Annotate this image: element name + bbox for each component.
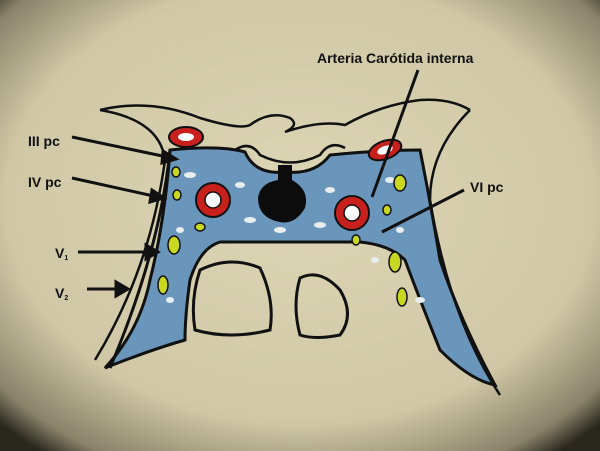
sinus-trabeculae xyxy=(166,172,425,303)
pituitary-gland xyxy=(258,165,307,223)
label-v1: V1 xyxy=(55,245,68,262)
label-carotid: Arteria Carótida interna xyxy=(317,50,474,66)
carotid-artery-left xyxy=(195,182,231,218)
sphenoid-sinus-left xyxy=(191,260,273,337)
label-iii-pc: III pc xyxy=(28,133,60,149)
cranial-nerves xyxy=(157,166,408,307)
carotid-artery-top-left xyxy=(168,126,204,148)
lateral-outline xyxy=(93,108,167,361)
carotid-artery-right xyxy=(334,195,370,231)
pointer-arrows xyxy=(71,69,465,299)
label-v2: V2 xyxy=(55,285,68,302)
sphenoid-sinus-right xyxy=(294,273,349,339)
diaphragma-outline xyxy=(234,143,346,164)
label-iv-pc: IV pc xyxy=(28,174,62,190)
label-vi-pc: VI pc xyxy=(470,179,504,195)
dura-outline xyxy=(99,98,471,134)
right-outline xyxy=(428,109,502,396)
